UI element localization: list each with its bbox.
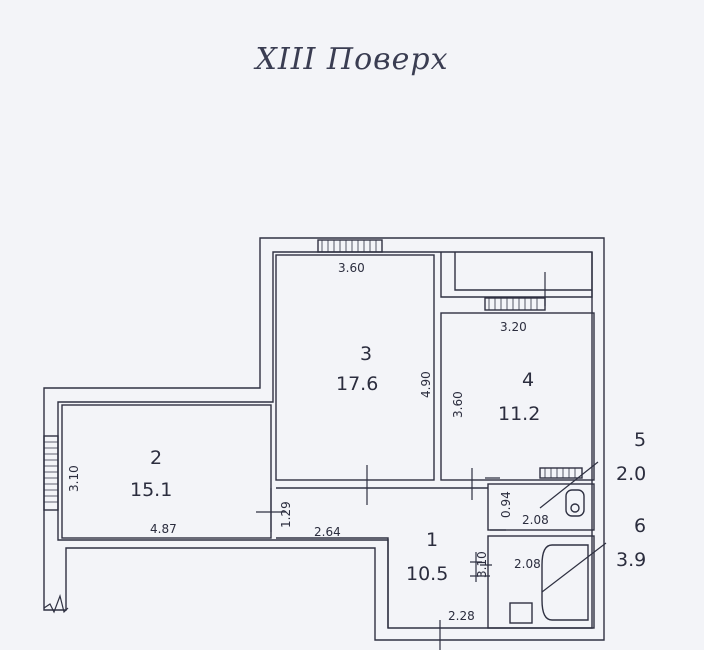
dim-bath-width: 2.08	[514, 557, 541, 571]
room-2-area: 15.1	[130, 479, 172, 501]
toilet-bowl	[570, 503, 580, 513]
room-6-area: 3.9	[616, 549, 646, 571]
dim-hall-width: 2.64	[314, 525, 341, 539]
room-2-number: 2	[150, 447, 162, 469]
walls	[43, 237, 607, 650]
door-ticks	[256, 272, 546, 650]
vent-wc	[539, 467, 583, 479]
dim-door-gap: 1.29	[279, 501, 293, 528]
room-4-number: 4	[522, 369, 534, 391]
dim-room2-depth: 3.10	[67, 465, 81, 492]
floor-title: XIII Поверх	[255, 42, 449, 77]
dim-room2-width: 4.87	[150, 522, 177, 536]
dim-hall-depth: 3.10	[475, 551, 489, 578]
room-3-outline	[275, 254, 435, 481]
room-4-outline	[440, 312, 595, 481]
hall-outline	[276, 487, 488, 628]
bathtub-outline	[541, 544, 589, 621]
room-5-area: 2.0	[616, 463, 646, 485]
room-5-number: 5	[634, 429, 646, 451]
room-4-area: 11.2	[498, 403, 540, 425]
dim-room4-depth: 3.60	[451, 391, 465, 418]
window-room-4	[484, 297, 546, 311]
dim-hall-bottom: 2.28	[448, 609, 475, 623]
dim-room4-width: 3.20	[500, 320, 527, 334]
room-5-outline	[487, 483, 595, 531]
toilet-outline	[565, 489, 585, 517]
window-hatching	[44, 240, 576, 503]
room-1-number: 1	[426, 529, 438, 551]
room-2-outline	[61, 404, 272, 539]
sink-outline	[509, 602, 533, 624]
room-6-outline	[487, 535, 595, 629]
balcony-inner	[454, 252, 592, 291]
leader-lines	[539, 461, 607, 593]
window-room-2	[43, 435, 59, 511]
entry-mark	[43, 593, 69, 614]
window-room-3	[317, 239, 383, 253]
dim-room3-depth: 4.90	[419, 371, 433, 398]
dim-wc-depth: 0.94	[499, 491, 513, 518]
room-3-area: 17.6	[336, 373, 378, 395]
dim-wc-width: 2.08	[522, 513, 549, 527]
balcony-outline	[440, 252, 593, 298]
room-1-area: 10.5	[406, 563, 448, 585]
outer-wall	[43, 237, 605, 641]
room-3-number: 3	[360, 343, 372, 365]
dim-room3-width: 3.60	[338, 261, 365, 275]
room-6-number: 6	[634, 515, 646, 537]
inner-wall	[57, 251, 593, 629]
